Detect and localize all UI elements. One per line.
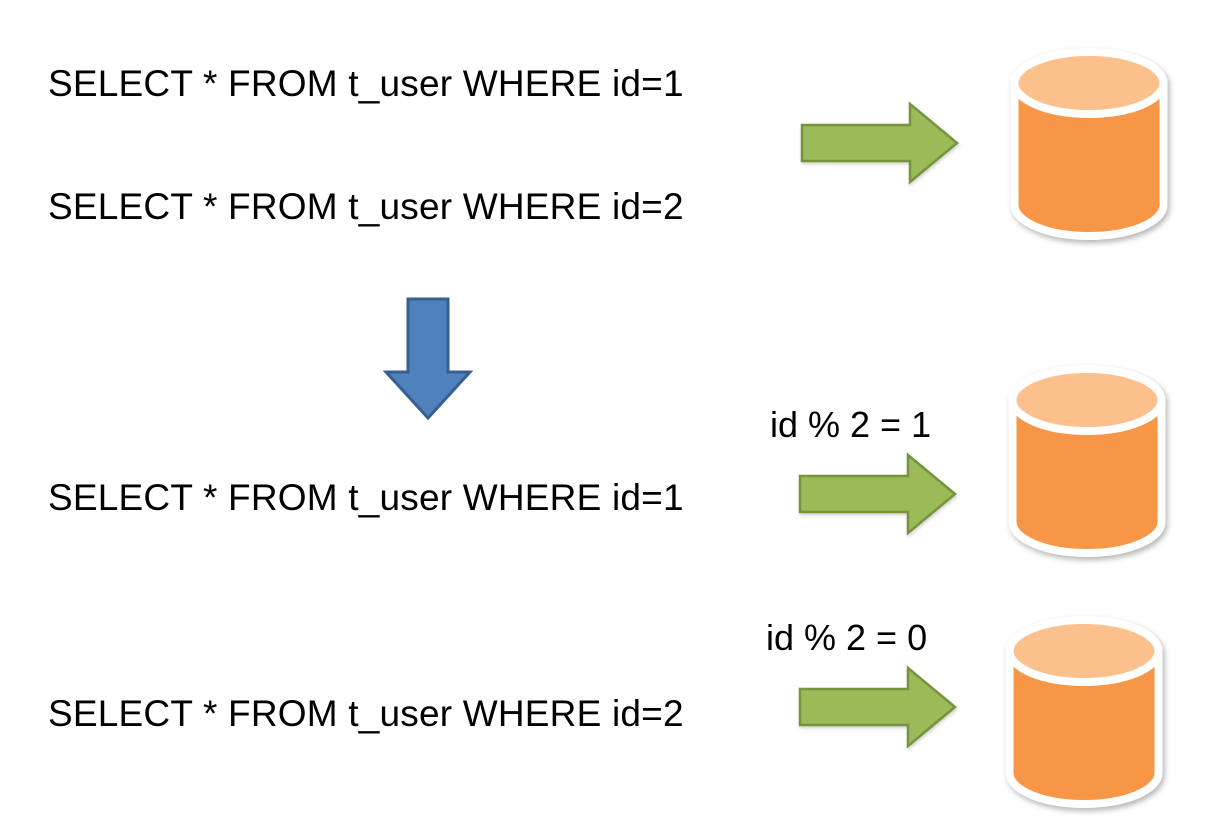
green-right-arrow-icon — [798, 452, 957, 536]
database-cylinder-icon — [1010, 48, 1168, 240]
green-right-arrow-icon — [800, 101, 959, 185]
sql-query-top-1: SELECT * FROM t_user WHERE id=1 — [48, 63, 684, 104]
sql-query-top-2: SELECT * FROM t_user WHERE id=2 — [48, 186, 684, 227]
database-cylinder-icon — [1008, 365, 1166, 557]
green-right-arrow-icon — [798, 665, 957, 749]
database-cylinder-icon — [1005, 616, 1163, 808]
sql-query-bottom-2: SELECT * FROM t_user WHERE id=2 — [48, 693, 684, 734]
blue-down-arrow-icon — [383, 297, 473, 421]
shard-condition-label-2: id % 2 = 0 — [766, 617, 928, 658]
shard-condition-label-1: id % 2 = 1 — [770, 404, 932, 445]
sql-query-bottom-1: SELECT * FROM t_user WHERE id=1 — [48, 477, 684, 518]
